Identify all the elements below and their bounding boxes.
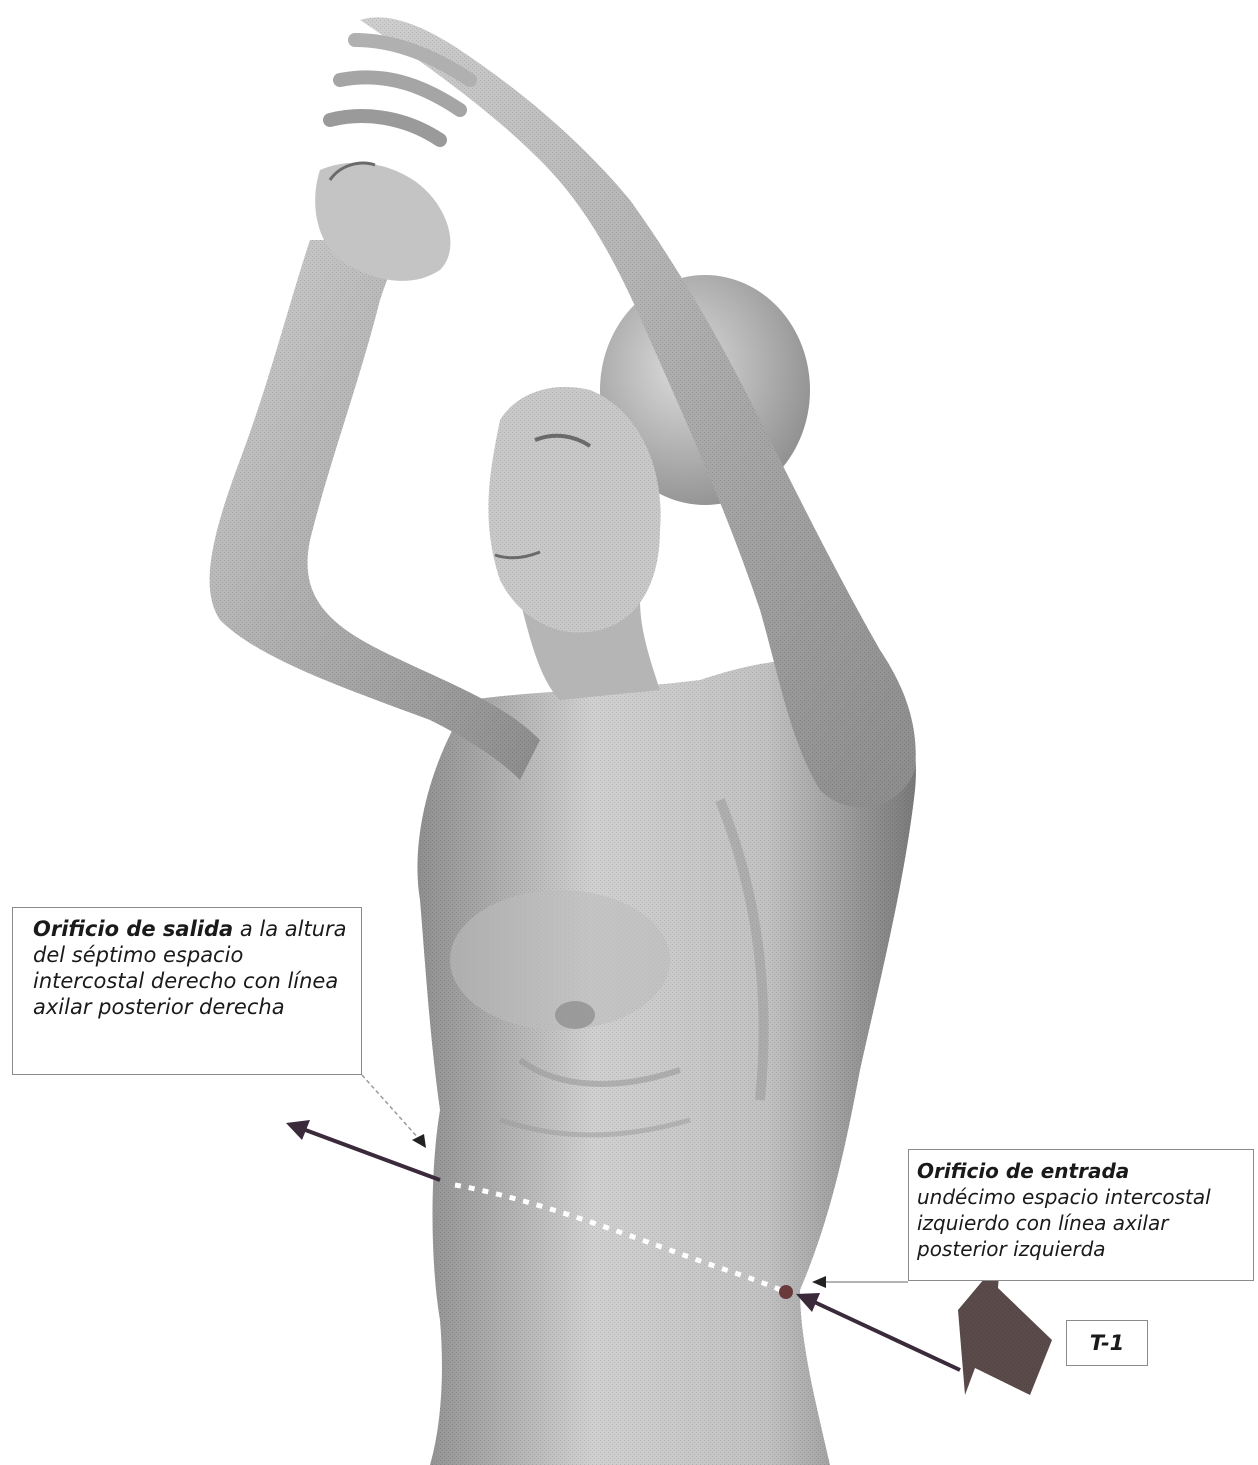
- entry-point-marker: [779, 1285, 793, 1299]
- exit-wound-title: Orificio de salida: [33, 917, 233, 941]
- exit-leader-line: [362, 1075, 420, 1140]
- entry-leader-arrowhead: [812, 1276, 826, 1288]
- exit-wound-callout: Orificio de salida a la altura del sépti…: [12, 907, 362, 1075]
- entry-wound-title: Orificio de entrada: [917, 1159, 1129, 1183]
- entry-wound-callout: Orificio de entrada undécimo espacio int…: [908, 1149, 1254, 1281]
- entry-arrow: [796, 1293, 960, 1370]
- exit-leader-arrowhead: [412, 1134, 426, 1148]
- trajectory-tag: T-1: [1066, 1320, 1148, 1366]
- entry-wound-text: undécimo espacio intercostal izquierdo c…: [917, 1185, 1211, 1261]
- right-arm: [210, 163, 540, 780]
- exit-arrow: [286, 1120, 440, 1180]
